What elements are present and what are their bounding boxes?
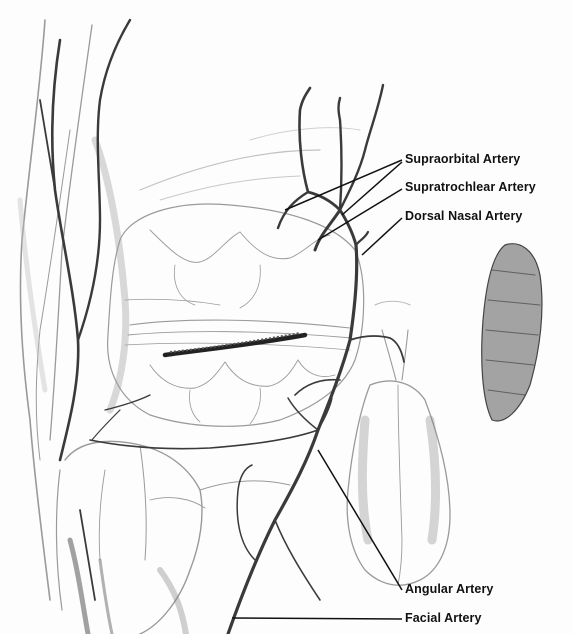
leader-facial xyxy=(232,618,402,619)
eyelid-line xyxy=(165,333,305,355)
label-supratrochlear-artery: Supratrochlear Artery xyxy=(405,180,536,194)
label-dorsal-nasal-artery: Dorsal Nasal Artery xyxy=(405,209,522,223)
label-supraorbital-artery: Supraorbital Artery xyxy=(405,152,520,166)
leader-supratrochlear xyxy=(318,189,402,240)
label-angular-artery: Angular Artery xyxy=(405,582,493,596)
leader-lines xyxy=(232,160,402,619)
artery-network xyxy=(40,20,404,634)
leader-dorsal-nasal xyxy=(362,218,402,255)
label-facial-artery: Facial Artery xyxy=(405,611,482,625)
